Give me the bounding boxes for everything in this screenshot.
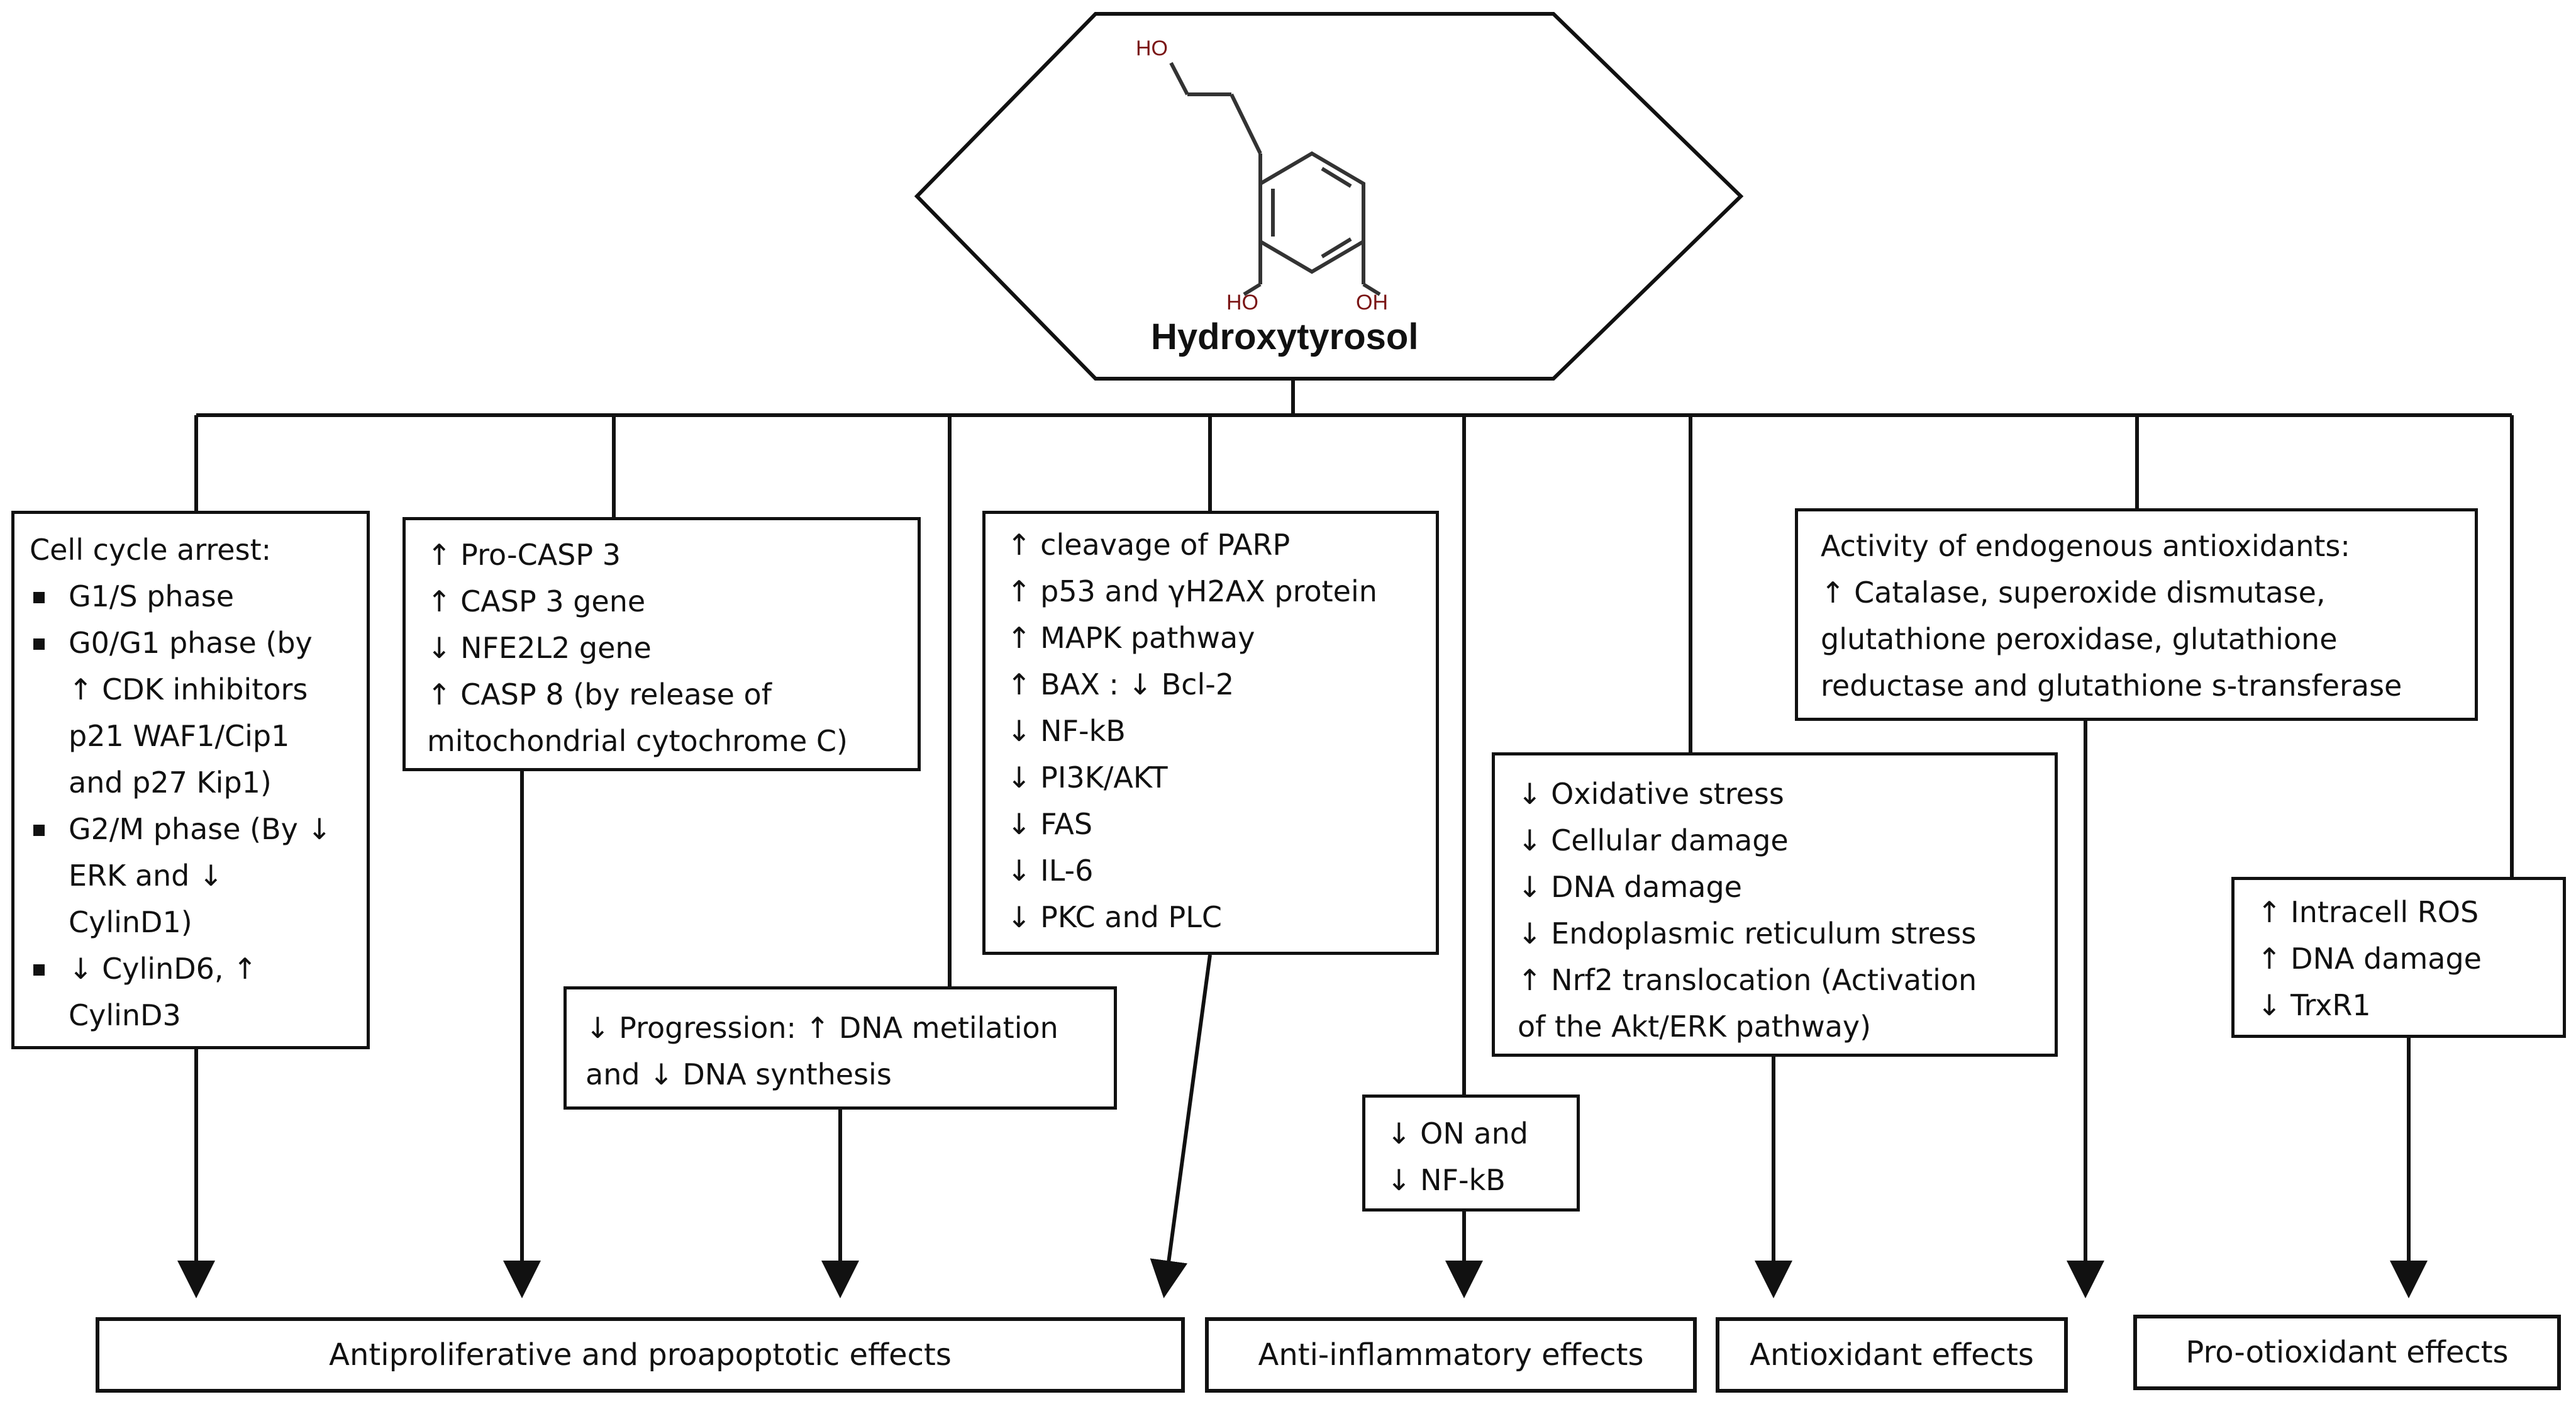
outcome-anti-inflammatory: Anti-inflammatory effects <box>1205 1317 1697 1393</box>
bullet-cylind6: ↓ CylinD6, ↑ CylinD3 <box>30 945 354 1039</box>
bullet-g0-g1: G0/G1 phase (by ↑ CDK inhibitors p21 WAF… <box>30 620 354 806</box>
progression-box: ↓ Progression: ↑ DNA metilation and ↓ DN… <box>564 986 1117 1110</box>
atom-label-hydroxyl-top: HO <box>1136 36 1168 60</box>
inflammation-box: ↓ ON and ↓ NF-kB <box>1362 1095 1580 1212</box>
bullet-g2-m: G2/M phase (By ↓ ERK and ↓ CylinD1) <box>30 806 354 945</box>
molecule-structure <box>1169 62 1381 296</box>
atom-label-hydroxyl-right: OH <box>1356 291 1388 315</box>
oxidative-stress-box: ↓ Oxidative stress ↓ Cellular damage ↓ D… <box>1492 752 2058 1057</box>
caspase-box: ↑ Pro-CASP 3 ↑ CASP 3 gene ↓ NFE2L2 gene… <box>402 517 921 771</box>
cell-cycle-title: Cell cycle arrest: <box>30 533 272 567</box>
compound-hexagon <box>914 12 1744 381</box>
parp-pathway-box: ↑ cleavage of PARP ↑ p53 and γH2AX prote… <box>982 511 1439 955</box>
ros-box: ↑ Intracell ROS ↑ DNA damage ↓ TrxR1 <box>2231 877 2566 1038</box>
outcome-antiproliferative: Antiproliferative and proapoptotic effec… <box>96 1317 1185 1393</box>
cell-cycle-arrest-box: Cell cycle arrest: G1/S phase G0/G1 phas… <box>11 511 370 1049</box>
atom-label-hydroxyl-left: HO <box>1226 291 1258 315</box>
cell-cycle-bullet-list: G1/S phase G0/G1 phase (by ↑ CDK inhibit… <box>30 573 354 1039</box>
outcome-antioxidant: Antioxidant effects <box>1716 1317 2068 1393</box>
compound-name: Hydroxytyrosol <box>1151 316 1419 357</box>
outcome-pro-oxidant: Pro-otioxidant effects <box>2133 1315 2561 1390</box>
arrow-parp-to-antiproliferative <box>1150 954 1212 1298</box>
bullet-g1-s: G1/S phase <box>30 573 354 620</box>
endogenous-antioxidants-box: Activity of endogenous antioxidants: ↑ C… <box>1795 508 2478 721</box>
